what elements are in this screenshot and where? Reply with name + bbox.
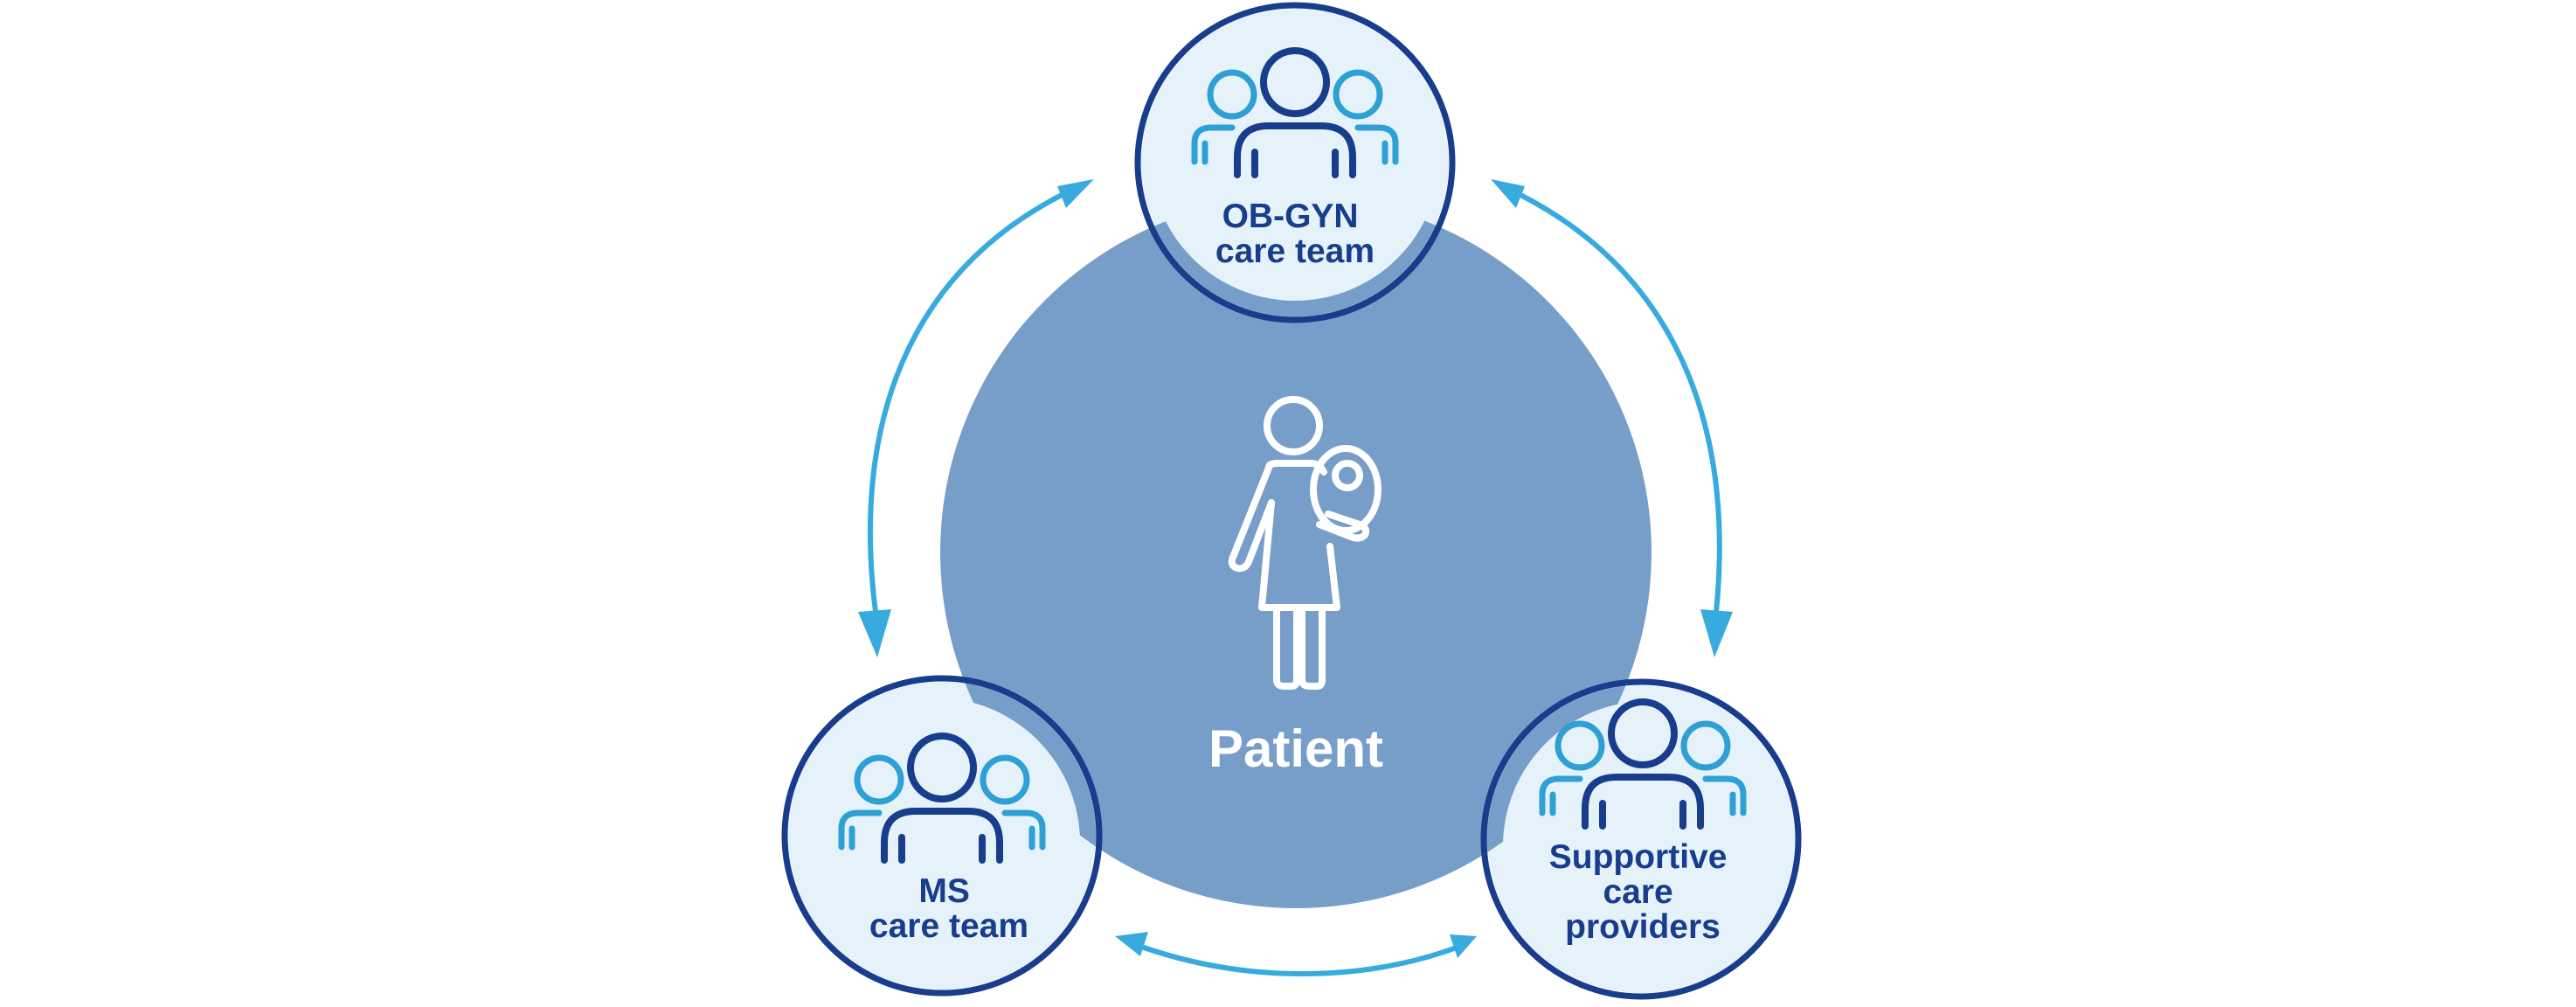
node-supportive: Supportive care providers bbox=[1480, 678, 1802, 1000]
node-supportive-line-1: Supportive bbox=[1549, 838, 1728, 876]
node-supportive-line-3: providers bbox=[1565, 908, 1721, 946]
arrowhead-ms-right bbox=[1115, 932, 1148, 956]
node-ms-line-1: MS bbox=[918, 872, 970, 910]
arrowhead-obgyn-left bbox=[1057, 179, 1094, 208]
node-supportive-line-2: care bbox=[1603, 873, 1672, 911]
mother-with-baby-icon bbox=[1228, 396, 1381, 690]
patient-circle bbox=[940, 197, 1652, 908]
arrow-obgyn-supportive bbox=[1510, 188, 1722, 613]
svg-text:OB-GYN care team: OB-GYN care team bbox=[1215, 198, 1375, 270]
node-obgyn-line-1: OB-GYN bbox=[1222, 198, 1359, 235]
node-ms-line-2: care team bbox=[869, 907, 1028, 945]
arrow-ms-supportive bbox=[1132, 941, 1463, 976]
node-obgyn-line-2: care team bbox=[1215, 233, 1375, 270]
node-obgyn: OB-GYN care team bbox=[1134, 2, 1456, 323]
svg-text:Supportive care pr: Supportive care providers bbox=[1549, 838, 1737, 946]
connection-arrows bbox=[867, 188, 1722, 976]
arrow-obgyn-ms bbox=[867, 188, 1072, 613]
arrowheads bbox=[858, 179, 1733, 958]
svg-text:MS care team: MS care team bbox=[869, 872, 1028, 945]
arrowhead-supportive-top bbox=[1700, 609, 1733, 657]
node-ms: MS care team bbox=[781, 675, 1103, 997]
patient-label: Patient bbox=[1208, 719, 1383, 778]
arrowhead-ms-top bbox=[858, 609, 891, 657]
arrowhead-supportive-left bbox=[1450, 934, 1477, 958]
arrowhead-obgyn-right bbox=[1491, 179, 1525, 208]
